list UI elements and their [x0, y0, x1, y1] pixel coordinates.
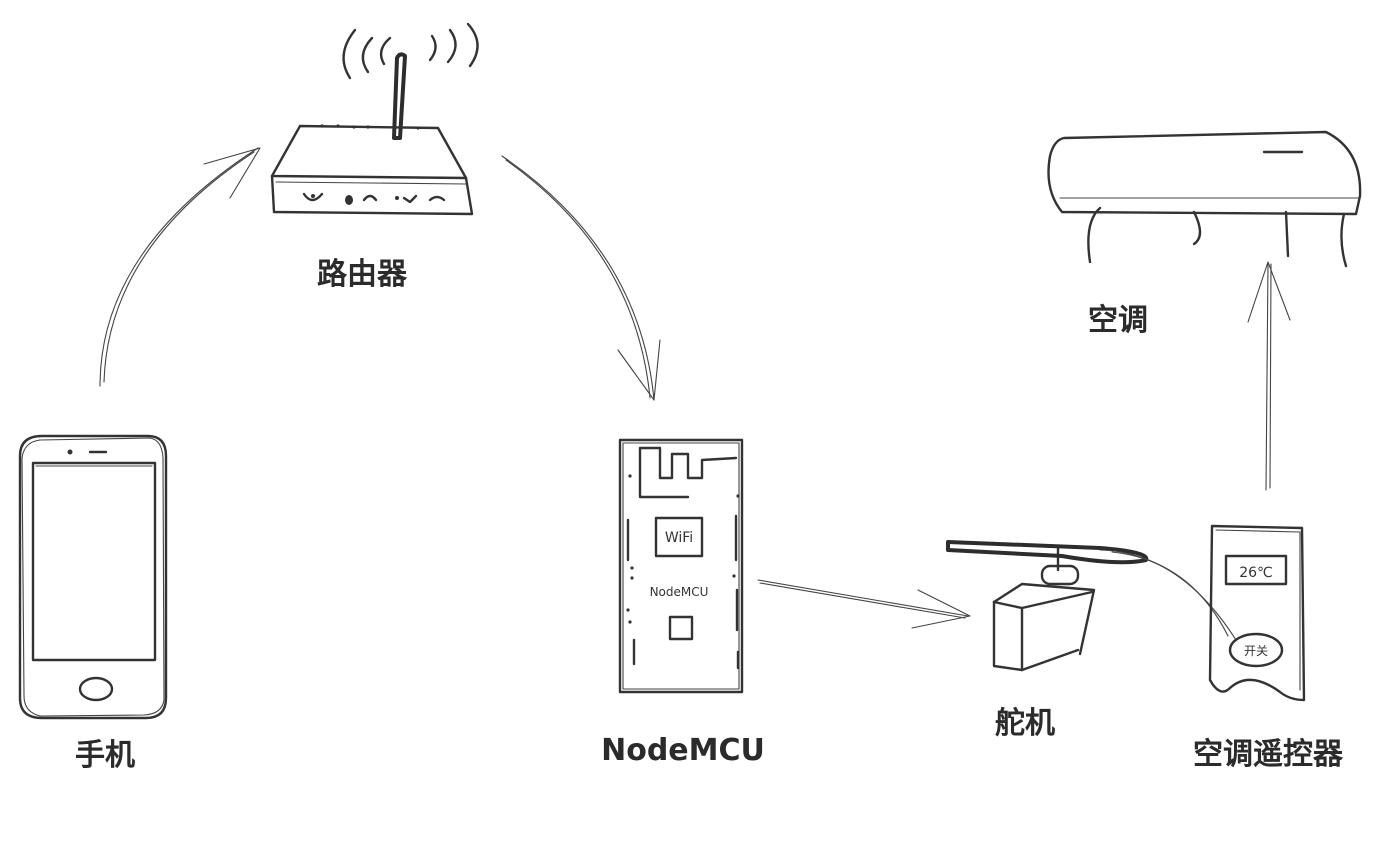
arrow-remote-to-ac [1247, 261, 1291, 491]
nodemcu-label: NodeMCU [601, 733, 765, 768]
nodemcu-node: WiFi NodeMCU NodeMCU [601, 438, 765, 768]
remote-display-text: 26℃ [1239, 565, 1273, 581]
remote-node: 26℃ 开关 空调遥控器 [1193, 524, 1344, 772]
phone-label: 手机 [75, 738, 135, 773]
nodemcu-board-icon: WiFi NodeMCU [618, 438, 744, 694]
nodemcu-chip-wifi-text: WiFi [665, 530, 693, 546]
remote-label: 空调遥控器 [1193, 737, 1344, 772]
ac-label: 空调 [1088, 303, 1148, 338]
nodemcu-board-name-text: NodeMCU [650, 585, 709, 599]
router-label: 路由器 [317, 257, 408, 292]
remote-control-icon: 26℃ 开关 [1208, 524, 1306, 702]
air-conditioner-icon [1047, 130, 1362, 268]
remote-power-button-text: 开关 [1244, 644, 1268, 658]
phone-node: 手机 [18, 434, 168, 773]
arrow-phone-to-router [99, 147, 261, 387]
router-node: 路由器 [270, 22, 479, 292]
servo-node: 舵机 [946, 540, 1237, 741]
arrow-nodemcu-to-servo [757, 579, 971, 629]
ac-node: 空调 [1047, 130, 1362, 338]
arrow-router-to-nodemcu [501, 155, 661, 401]
router-icon [270, 22, 479, 216]
phone-icon [18, 434, 168, 720]
servo-label: 舵机 [995, 706, 1055, 741]
servo-icon [946, 540, 1237, 672]
